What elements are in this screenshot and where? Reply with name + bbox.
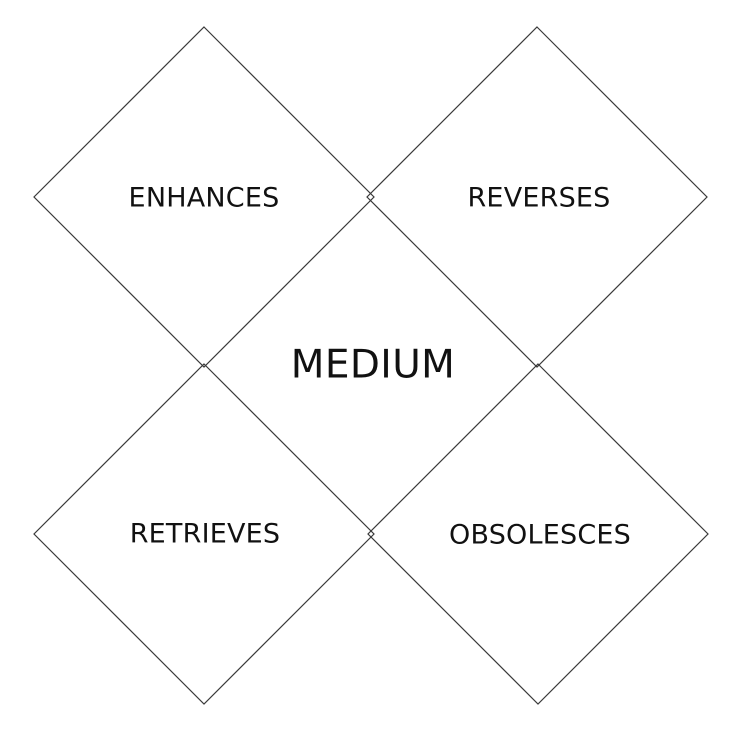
quadrant-label-retrieves: RETRIEVES xyxy=(129,518,281,550)
quadrant-label-enhances: ENHANCES xyxy=(128,182,280,214)
diamond-obsolesces xyxy=(367,363,709,705)
diamond-reverses xyxy=(366,26,708,368)
diamond-enhances xyxy=(33,26,375,368)
quadrant-label-reverses: REVERSES xyxy=(467,182,611,214)
center-label-medium: MEDIUM xyxy=(290,342,456,388)
diamond-retrieves xyxy=(33,363,375,705)
quadrant-label-obsolesces: OBSOLESCES xyxy=(449,519,631,551)
